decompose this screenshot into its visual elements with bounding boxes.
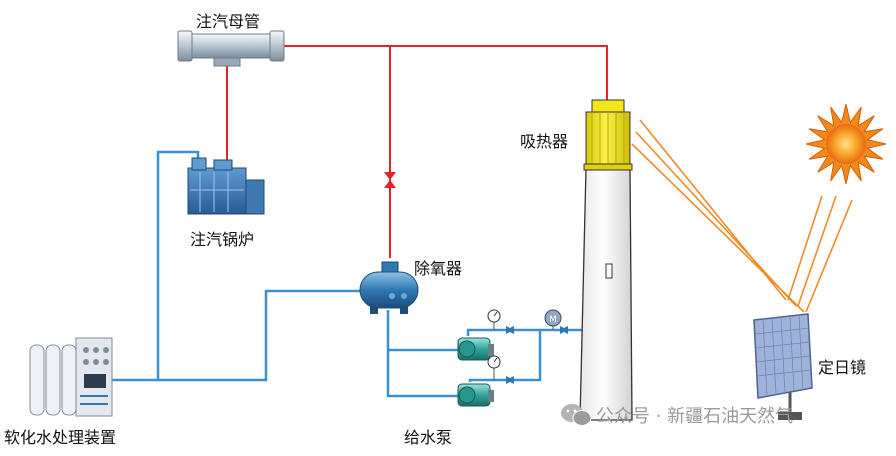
steam-line-header-to-receiver: [278, 45, 608, 100]
water-line-pump2-discharge: [468, 330, 542, 382]
steam-lines: [226, 45, 608, 258]
sun-icon: [805, 103, 887, 185]
steam-valve-icon: [384, 172, 396, 188]
water-lines: [108, 150, 604, 398]
label-steam-boiler: 注汽锅炉: [190, 230, 255, 249]
feed-pump-1: [457, 337, 494, 361]
heat-receiver: [583, 99, 633, 171]
label-deaerator: 除氧器: [414, 259, 463, 278]
steam-header: [177, 30, 285, 67]
deaerator: [359, 261, 419, 314]
watermark-text: 公众号 · 新疆石油天然气: [596, 406, 794, 427]
solar-tower: [579, 167, 633, 421]
steam-boiler: [187, 157, 265, 215]
label-steam-header: 注汽母管: [196, 12, 261, 31]
pressure-gauge-icon: [487, 309, 501, 330]
water-line-softener-to-deaerator: [158, 289, 360, 382]
light-rays: [631, 119, 853, 313]
feed-pump-2: [457, 383, 494, 407]
svg-text:M: M: [549, 315, 557, 325]
label-heat-receiver: 吸热器: [520, 132, 569, 151]
pressure-gauge-icon: [487, 355, 501, 380]
wechat-icon: [561, 404, 592, 426]
water-line-softener-to-boiler: [108, 150, 200, 382]
label-softener: 软化水处理装置: [4, 428, 117, 447]
heliostat: [753, 313, 813, 420]
label-heliostat: 定日镜: [818, 358, 867, 377]
water-line-deaerator-to-pumps: [386, 310, 458, 398]
water-softener-unit: [29, 337, 113, 417]
label-feed-pumps: 给水泵: [404, 428, 453, 447]
check-valve-icon: [506, 326, 568, 384]
flow-meter-icon: M: [544, 309, 562, 330]
